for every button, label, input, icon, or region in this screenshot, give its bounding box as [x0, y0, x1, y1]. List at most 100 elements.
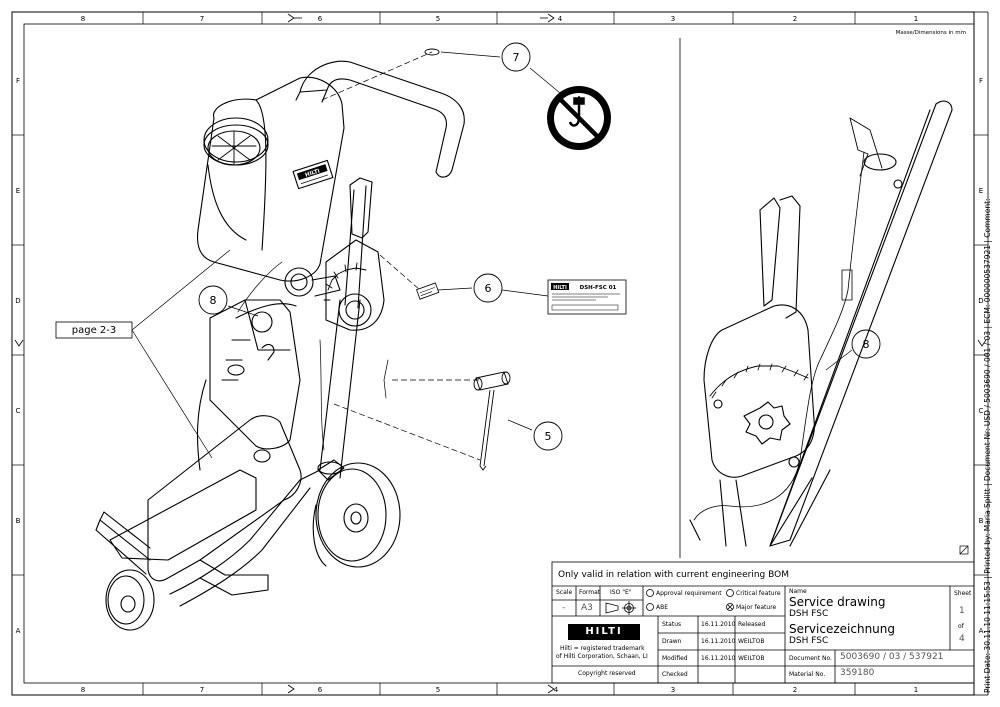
title-en: Service drawing [789, 595, 886, 609]
svg-text:HILTI: HILTI [553, 285, 567, 291]
drill-stand-trolley: HILTI [95, 60, 465, 631]
subtitle-en: DSH FSC [789, 609, 829, 619]
col-label-top: 6 [318, 15, 323, 23]
status-value: Released [738, 621, 766, 628]
svg-text:HILTI: HILTI [305, 168, 321, 178]
col-label-top: 2 [793, 15, 797, 23]
copyright: Copyright reserved [578, 670, 636, 677]
callout-8-right [851, 329, 881, 359]
row-label-left: A [16, 627, 21, 635]
callout-5-text: 5 [545, 430, 552, 443]
detail-view [689, 100, 953, 547]
bom-note: Only valid in relation with current engi… [558, 570, 789, 580]
title-block-logo-bg [568, 624, 640, 640]
tank-cap [207, 130, 261, 166]
dimensions-note: Masse/Dimensions in mm [896, 30, 966, 36]
trademark-line-2: of Hilti Corporation, Schaan, LI [556, 653, 648, 660]
major-feature: Major feature [736, 604, 777, 611]
row-label-left: E [16, 187, 20, 195]
col-label-top: 4 [558, 15, 563, 23]
iso-label: ISO "E" [610, 589, 632, 596]
of-label: of [958, 623, 964, 630]
col-label-top: 8 [81, 15, 85, 23]
material-number: 359180 [840, 668, 875, 678]
part-5-pin [473, 371, 511, 471]
small-wheel [105, 569, 155, 631]
row-label-left: B [16, 517, 21, 525]
col-label-bottom: 8 [81, 686, 85, 694]
format-value: A3 [581, 603, 593, 613]
col-label-bottom: 6 [318, 686, 323, 694]
page-ref-text: page 2-3 [72, 325, 117, 336]
col-label-bottom: 3 [671, 686, 675, 694]
drawn-date: 16.11.2010 [701, 638, 736, 645]
push-handle [299, 60, 465, 178]
detail-gear-housing [703, 304, 815, 478]
trademark-line-1: Hilti = registered trademark [560, 645, 645, 652]
scale-value: - [562, 603, 566, 613]
status-label: Status [662, 621, 682, 628]
svg-text:DSH-FSC 01: DSH-FSC 01 [580, 285, 617, 291]
document-number: 5003690 / 03 / 537921 [840, 652, 944, 662]
col-label-bottom: 1 [914, 686, 918, 694]
col-label-top: 7 [200, 15, 204, 23]
foot-plate [109, 469, 257, 561]
part-6-label-small [416, 282, 440, 300]
row-label-right: C [979, 407, 984, 415]
material-label: Material No. [789, 671, 826, 678]
detail-lever [759, 197, 781, 307]
callout-7-text: 7 [513, 51, 520, 64]
detail-gear-teeth [709, 365, 809, 397]
name-label: Name [789, 588, 807, 595]
row-label-right: F [979, 77, 983, 85]
center-marks [14, 13, 987, 694]
large-wheel [315, 462, 401, 568]
col-label-top: 1 [914, 15, 918, 23]
abe-label: ABE [656, 604, 669, 611]
no-lifting-sign [547, 86, 611, 150]
callout-6 [473, 273, 503, 303]
row-label-right: B [979, 517, 984, 525]
approval-requirement: Approval requirement [656, 590, 722, 597]
gear-carriage [325, 239, 385, 331]
part-7-washer [424, 48, 440, 56]
row-label-right: E [979, 187, 983, 195]
detail-star-knob [743, 401, 791, 445]
detail-corner-marker [959, 545, 969, 555]
hilti-logo: HILTI [585, 626, 623, 637]
column [349, 177, 373, 239]
format-label: Format [579, 589, 601, 596]
callout-8-right-text: 8 [863, 338, 870, 351]
dashed-leaders [321, 51, 481, 461]
document-label: Document No. [789, 655, 832, 662]
sheet-total: 4 [959, 634, 965, 644]
page-ref-leaders [131, 249, 231, 459]
row-label-left: D [15, 297, 20, 305]
zone-ticks [12, 12, 988, 695]
water-tank [196, 76, 345, 282]
sheet-label: Sheet [954, 590, 972, 597]
col-label-top: 3 [671, 15, 675, 23]
gear-teeth [323, 262, 367, 301]
callout-8-left [198, 285, 228, 315]
col-label-bottom: 7 [200, 686, 204, 694]
outer-frame [11, 11, 975, 696]
base-frame [147, 415, 302, 582]
col-label-top: 5 [436, 15, 440, 23]
critical-feature: Critical feature [736, 590, 781, 597]
row-label-left: F [16, 77, 20, 85]
callout-6-text: 6 [485, 282, 492, 295]
motor-mount [209, 299, 301, 450]
callout-8-left-text: 8 [210, 294, 217, 307]
drawn-label: Drawn [662, 638, 682, 645]
scale-label: Scale [556, 589, 573, 596]
row-label-right: A [979, 627, 984, 635]
subtitle-de: DSH FSC [789, 636, 829, 646]
drawn-value: WEILTOB [738, 638, 765, 645]
print-info: Print Date: 30.11.10 11:15:53 | Printed … [983, 198, 992, 693]
inner-frame [23, 23, 975, 684]
row-label-right: D [978, 297, 983, 305]
modified-label: Modified [662, 655, 688, 662]
col-label-bottom: 5 [436, 686, 440, 694]
title-de: Servicezeichnung [789, 622, 896, 636]
